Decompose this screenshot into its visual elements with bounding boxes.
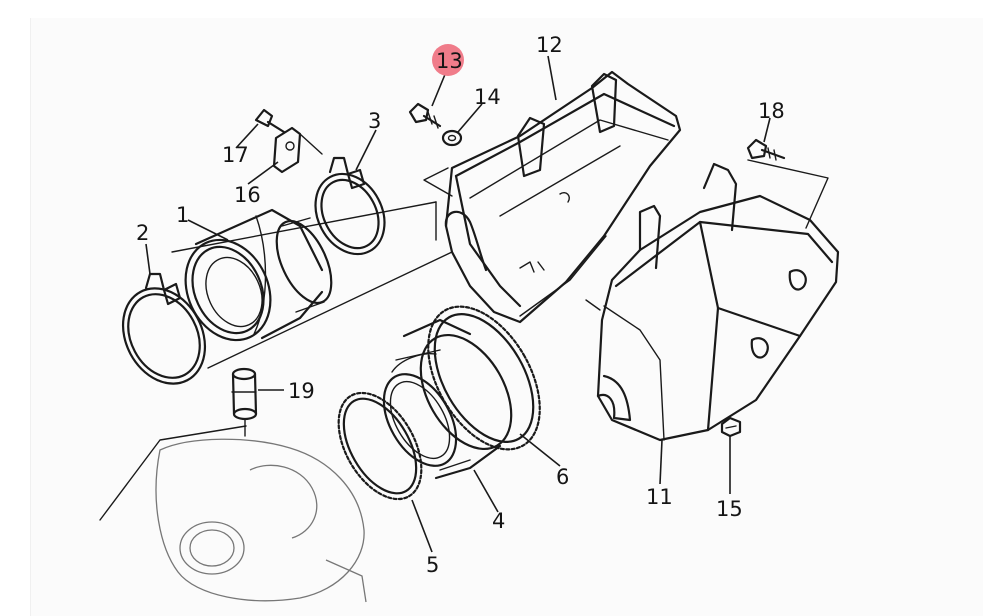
part-4-air-cleaner-joint[interactable] — [369, 318, 530, 480]
leader-6 — [519, 433, 561, 467]
callout-labels: 1 2 3 4 5 6 11 12 13 14 15 16 17 18 19 — [136, 33, 785, 577]
callout-13-highlight — [432, 44, 464, 76]
leader-11 — [659, 439, 663, 485]
leader-14 — [457, 103, 483, 133]
callout-11[interactable]: 11 — [646, 485, 673, 509]
carburetor-ghost-outline — [155, 438, 367, 603]
callout-15[interactable]: 15 — [716, 497, 743, 521]
callout-14[interactable]: 14 — [474, 85, 501, 109]
part-12-air-cleaner-case[interactable] — [444, 70, 682, 324]
callout-19[interactable]: 19 — [288, 379, 315, 403]
callout-12[interactable]: 12 — [536, 33, 563, 57]
leader-18 — [763, 117, 771, 143]
callout-6[interactable]: 6 — [556, 465, 569, 489]
leader-17 — [235, 123, 259, 149]
part-14-washer[interactable] — [441, 129, 463, 147]
leader-5 — [411, 499, 433, 553]
leader-1 — [187, 219, 229, 241]
part-11-air-cleaner-case-lower[interactable] — [596, 162, 840, 442]
part-17-screw[interactable] — [254, 108, 286, 134]
leader-lines — [145, 55, 771, 553]
leader-16 — [247, 161, 279, 185]
part-6-joint-ring[interactable] — [405, 287, 563, 468]
leader-2 — [145, 243, 151, 275]
callout-17[interactable]: 17 — [222, 143, 249, 167]
part-5-hose-band[interactable] — [322, 379, 439, 513]
callout-16[interactable]: 16 — [234, 183, 261, 207]
part-13-screw[interactable] — [408, 102, 442, 129]
leader-13 — [431, 71, 447, 107]
callout-5[interactable]: 5 — [426, 553, 439, 577]
callout-4[interactable]: 4 — [492, 509, 505, 533]
part-16-bracket[interactable] — [272, 126, 323, 174]
part-1-carburetor-joint[interactable] — [170, 208, 343, 354]
part-3-hose-clamp[interactable] — [302, 156, 398, 266]
leader-12 — [547, 55, 557, 101]
part-2-hose-clamp[interactable] — [107, 272, 221, 398]
callout-18[interactable]: 18 — [758, 99, 785, 123]
callout-1[interactable]: 1 — [176, 203, 189, 227]
callout-13[interactable]: 13 — [436, 49, 463, 73]
part-18-bolt[interactable] — [746, 138, 786, 161]
callout-3[interactable]: 3 — [368, 109, 381, 133]
leader-4 — [473, 469, 499, 513]
part-15-nut[interactable] — [720, 416, 742, 438]
callout-2[interactable]: 2 — [136, 221, 149, 245]
leader-3 — [355, 129, 377, 171]
part-19-breather-cap[interactable] — [231, 367, 258, 437]
